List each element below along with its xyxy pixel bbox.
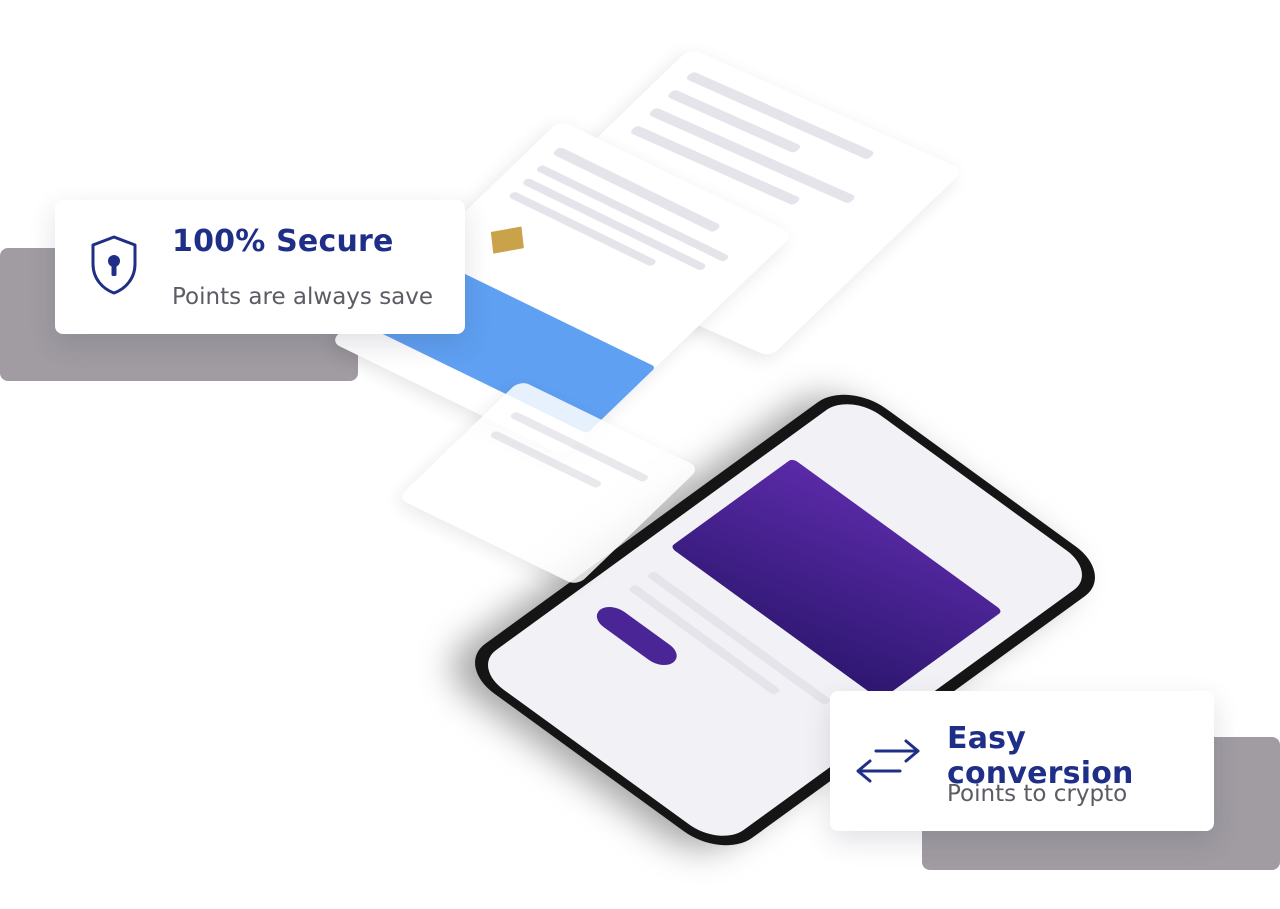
- shield-lock-icon: [89, 234, 139, 296]
- card-subtitle: Points are always save: [172, 284, 434, 310]
- swap-arrows-icon: [856, 737, 920, 785]
- floating-screen-bottom: [397, 380, 700, 586]
- feature-card-secure: 100% Secure Points are always save: [55, 200, 465, 334]
- card-title: 100% Secure: [172, 224, 394, 259]
- card-subtitle: Points to crypto: [947, 781, 1128, 807]
- floating-screen-back: [496, 48, 965, 358]
- feature-card-conversion: Easy conversion Points to crypto: [830, 691, 1214, 831]
- card-title: Easy conversion: [947, 721, 1134, 791]
